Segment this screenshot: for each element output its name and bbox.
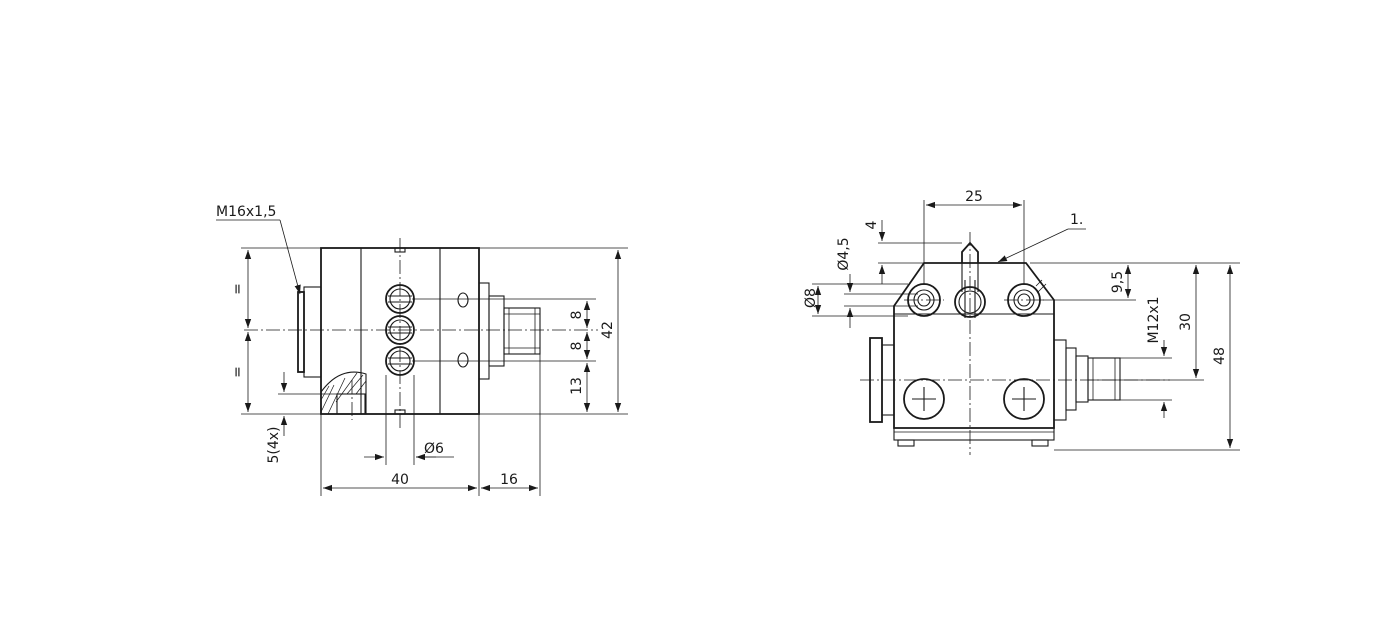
connector-height-label: 30 [1178, 313, 1194, 331]
thread-callout-label: M16x1,5 [216, 204, 276, 220]
equal-mark-bottom: = [230, 366, 246, 378]
mount-hole-diameter-label: Ø4,5 [836, 237, 852, 270]
front-view: M16x1,5 = = 8 8 13 42 5(4x) Ø6 40 16 [216, 204, 628, 496]
bottom-offset-label: 13 [569, 377, 585, 395]
total-height-label: 48 [1212, 347, 1228, 365]
equal-mark-top: = [230, 283, 246, 295]
slot-depth-label: 5(4x) [266, 426, 282, 463]
plunger-height-label: 9,5 [1110, 271, 1126, 293]
height-label: 42 [600, 321, 616, 339]
connector-length-label: 16 [500, 472, 518, 488]
hole-diameter-label: Ø6 [424, 441, 444, 457]
side-view: 25 4 Ø4,5 Ø8 1. 9,5 M12x1 30 48 [803, 189, 1240, 455]
hole-spacing-1-label: 8 [569, 311, 585, 320]
hole-spacing-2-label: 8 [569, 342, 585, 351]
item-marker-label: 1. [1070, 212, 1083, 228]
counterbore-diameter-label: Ø8 [803, 288, 819, 308]
body-width-label: 40 [391, 472, 409, 488]
top-width-label: 25 [965, 189, 983, 205]
slot-hatching [320, 372, 367, 415]
connector-thread-label: M12x1 [1146, 296, 1162, 343]
plunger-offset-label: 4 [864, 220, 880, 229]
